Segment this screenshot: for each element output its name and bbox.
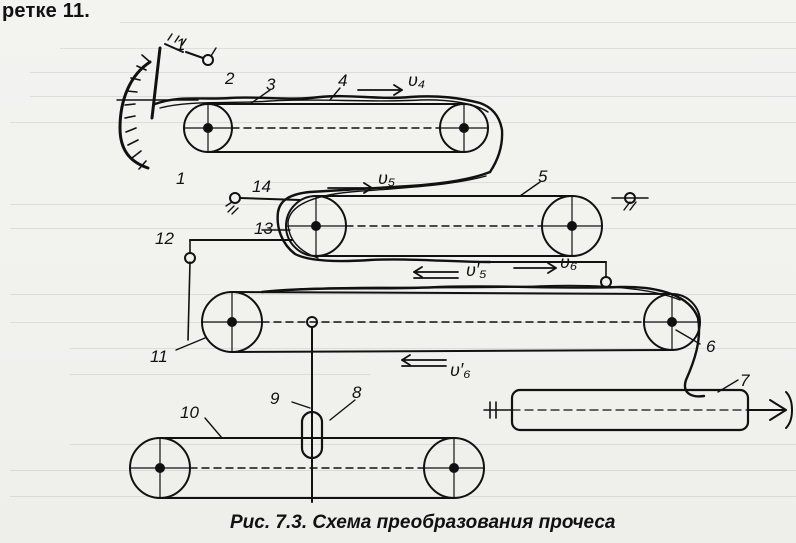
web-middle <box>276 170 492 264</box>
label-2: 2 <box>224 69 235 88</box>
label-9: 9 <box>270 389 280 408</box>
label-12: 12 <box>155 229 174 248</box>
label-1: 1 <box>176 35 185 54</box>
winding-roller-7 <box>483 388 793 432</box>
label-6: 6 <box>706 337 716 356</box>
label-8: 8 <box>352 383 362 402</box>
label-v5: υ₅ <box>378 168 395 188</box>
label-11: 11 <box>150 347 168 366</box>
comb-blade <box>150 33 217 120</box>
label-v6-prime: υ′₆ <box>450 360 471 380</box>
label-7: 7 <box>740 371 750 390</box>
label-3: 3 <box>266 75 276 94</box>
velocity-arrows <box>327 84 557 367</box>
label-4: 4 <box>338 71 347 90</box>
label-14: 14 <box>252 177 271 196</box>
diagram-labels: 1 2 3 4 1 5 14 13 12 11 6 7 8 9 10 υ₄ υ₅… <box>150 35 750 422</box>
web-upper <box>153 94 504 174</box>
web-lower <box>260 285 706 398</box>
figure-caption: Рис. 7.3. Схема преобразования прочеса <box>230 512 616 533</box>
bottom-conveyor <box>129 437 485 499</box>
lower-conveyor <box>201 291 701 353</box>
middle-conveyor <box>285 195 603 257</box>
label-v4: υ₄ <box>408 70 425 90</box>
lever-9 <box>300 316 324 503</box>
label-5: 5 <box>538 167 548 186</box>
label-10: 10 <box>180 403 199 422</box>
doffer-drum <box>116 54 199 170</box>
frame-12 <box>184 239 612 288</box>
label-1b: 1 <box>176 169 185 188</box>
right-support <box>611 192 649 211</box>
label-v6: υ₆ <box>560 252 577 272</box>
top-heading-fragment: ретке 11. <box>2 0 91 22</box>
upper-conveyor <box>183 103 489 153</box>
leader-lines <box>175 87 739 439</box>
label-13: 13 <box>254 219 273 238</box>
pivot-14 <box>225 192 301 215</box>
label-v5-prime: υ′₅ <box>466 260 487 280</box>
